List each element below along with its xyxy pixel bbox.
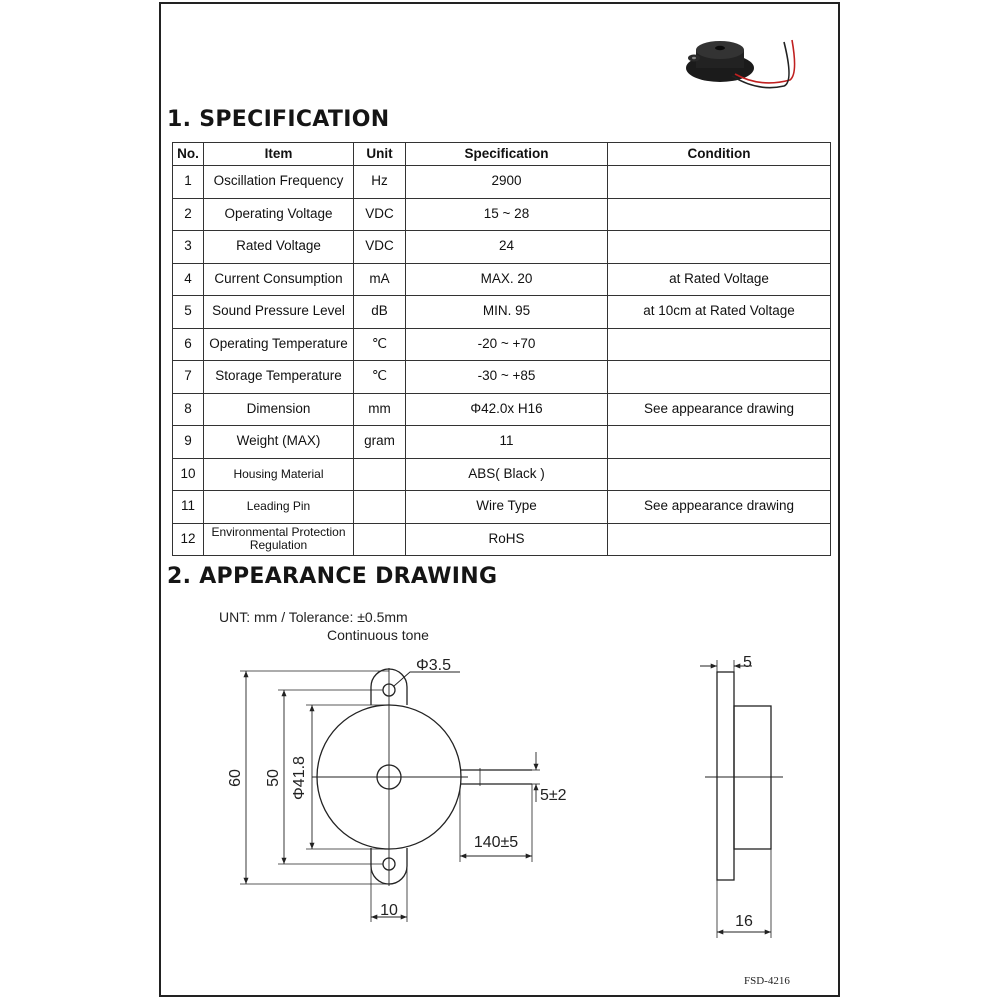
row-spec: 24: [405, 230, 608, 264]
header-unit: Unit: [353, 142, 406, 166]
row-unit: gram: [353, 425, 406, 459]
row-spec: Wire Type: [405, 490, 608, 524]
section-title-appearance-drawing: 2. APPEARANCE DRAWING: [167, 564, 498, 589]
table-row: 1 Oscillation Frequency Hz 2900: [172, 165, 831, 199]
dim-flange-thickness: 5: [743, 654, 752, 671]
row-item: Weight (MAX): [203, 425, 354, 459]
row-no: 4: [172, 262, 204, 296]
table-row: 7 Storage Temperature ℃ -30 ~ +85: [172, 360, 831, 394]
row-condition: See appearance drawing: [607, 392, 831, 426]
table-row: 9 Weight (MAX) gram 11: [172, 425, 831, 459]
table-row: 6 Operating Temperature ℃ -20 ~ +70: [172, 327, 831, 361]
row-item: Storage Temperature: [203, 360, 354, 394]
row-condition: [607, 522, 831, 556]
row-item: Housing Material: [203, 457, 354, 491]
row-item: Oscillation Frequency: [203, 165, 354, 199]
table-row: 3 Rated Voltage VDC 24: [172, 230, 831, 264]
dim-tab-width: 10: [380, 902, 398, 919]
buzzer-photo: [686, 39, 796, 89]
row-spec: RoHS: [405, 522, 608, 556]
row-spec: ABS( Black ): [405, 457, 608, 491]
row-no: 9: [172, 425, 204, 459]
row-unit: dB: [353, 295, 406, 329]
row-condition: [607, 165, 831, 199]
row-spec: 15 ~ 28: [405, 197, 608, 231]
document-code: FSD-4216: [744, 975, 790, 987]
row-condition: at 10cm at Rated Voltage: [607, 295, 831, 329]
section-title-specification: 1. SPECIFICATION: [167, 107, 390, 132]
dim-overall-height: 60: [227, 769, 244, 787]
header-no: No.: [172, 142, 204, 166]
row-unit: [353, 457, 406, 491]
row-condition: [607, 457, 831, 491]
row-condition: [607, 197, 831, 231]
row-condition: at Rated Voltage: [607, 262, 831, 296]
row-spec: -30 ~ +85: [405, 360, 608, 394]
row-spec: Φ42.0x H16: [405, 392, 608, 426]
table-row: 5 Sound Pressure Level dB MIN. 95 at 10c…: [172, 295, 831, 329]
row-item: Environmental Protection Regulation: [203, 522, 354, 556]
table-header-row: No. Item Unit Specification Condition: [172, 142, 831, 166]
dim-wire-pitch: 5±2: [540, 787, 567, 804]
table-row: 12 Environmental Protection Regulation R…: [172, 522, 831, 556]
row-item: Operating Temperature: [203, 327, 354, 361]
row-unit: [353, 490, 406, 524]
row-item: Current Consumption: [203, 262, 354, 296]
tone-note: Continuous tone: [327, 627, 429, 643]
row-condition: See appearance drawing: [607, 490, 831, 524]
specification-table: No. Item Unit Specification Condition 1 …: [172, 142, 831, 556]
row-no: 1: [172, 165, 204, 199]
row-condition: [607, 360, 831, 394]
dim-total-depth: 16: [735, 913, 753, 930]
row-no: 6: [172, 327, 204, 361]
dim-hole-diameter: Φ3.5: [416, 657, 451, 674]
row-condition: [607, 425, 831, 459]
table-row: 10 Housing Material ABS( Black ): [172, 457, 831, 491]
row-spec: 2900: [405, 165, 608, 199]
row-item: Operating Voltage: [203, 197, 354, 231]
table-row: 2 Operating Voltage VDC 15 ~ 28: [172, 197, 831, 231]
dim-wire-length: 140±5: [474, 834, 518, 851]
dim-body-diameter: Φ41.8: [291, 756, 308, 800]
header-condition: Condition: [607, 142, 831, 166]
row-unit: [353, 522, 406, 556]
row-unit: VDC: [353, 230, 406, 264]
row-no: 11: [172, 490, 204, 524]
units-tolerance-note: UNT: mm / Tolerance: ±0.5mm: [219, 609, 408, 625]
header-item: Item: [203, 142, 354, 166]
table-row: 11 Leading Pin Wire Type See appearance …: [172, 490, 831, 524]
dim-mount-pitch: 50: [265, 769, 282, 787]
